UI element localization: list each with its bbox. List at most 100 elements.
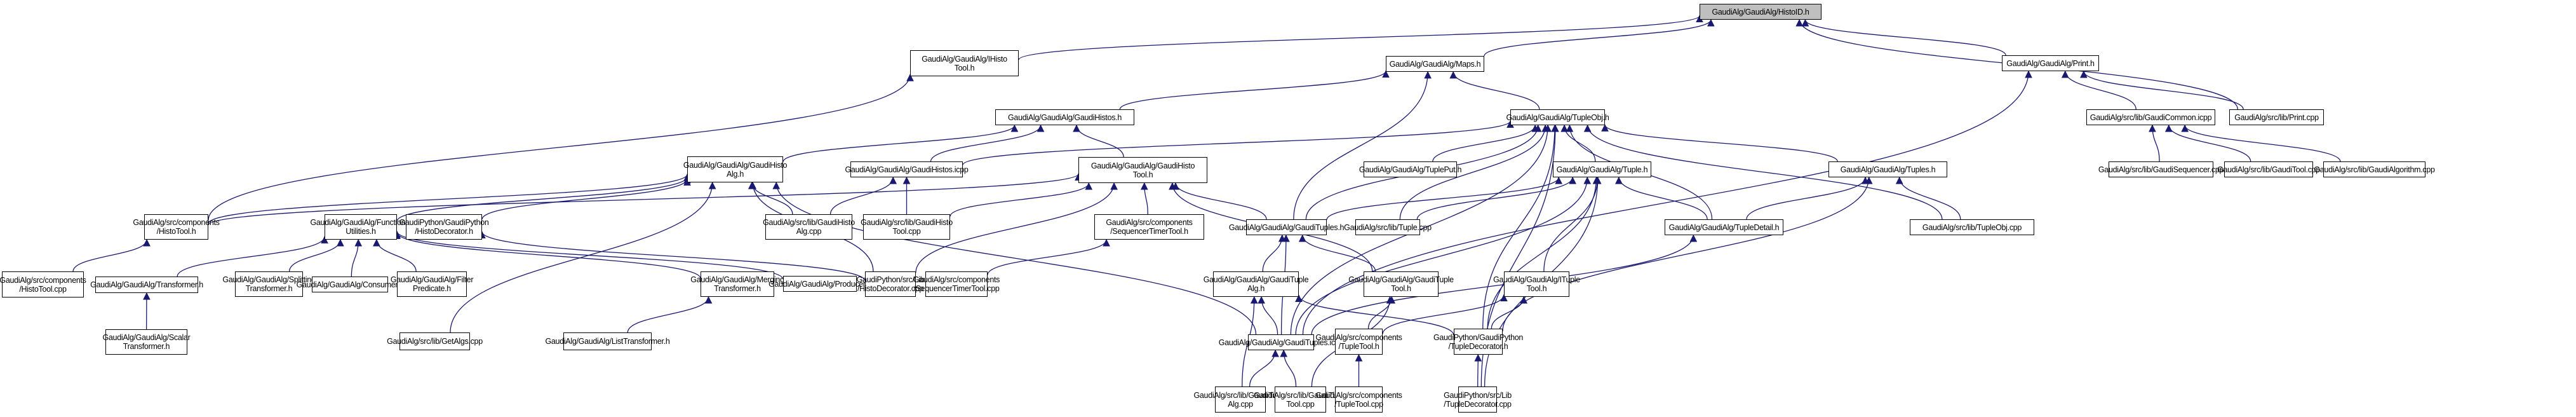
node-gauditupsicpp[interactable]: GaudiAlg/GaudiAlg/GaudiTuples.icpp bbox=[1219, 334, 1344, 350]
node-producer[interactable]: GaudiAlg/GaudiAlg/Producer.h bbox=[768, 276, 871, 292]
edge-seqtimertoolh-to-gaudihistotool bbox=[1140, 182, 1148, 215]
node-splitting[interactable]: GaudiAlg/GaudiAlg/Splitting Transformer.… bbox=[222, 271, 316, 297]
edge-gaudihistoalg-to-gaudihistos bbox=[782, 124, 1019, 162]
node-print[interactable]: GaudiAlg/GaudiAlg/Print.h bbox=[2002, 55, 2099, 71]
node-gaudisequencer[interactable]: GaudiAlg/src/lib/GaudiSequencer.cpp bbox=[2098, 161, 2224, 177]
node-getalgs[interactable]: GaudiAlg/src/lib/GetAlgs.cpp bbox=[387, 332, 483, 350]
node-tupleput[interactable]: GaudiAlg/GaudiAlg/TuplePut.h bbox=[1359, 161, 1462, 177]
node-histodecoratorcpp[interactable]: GaudiPython/src/Lib /HistoDecorator.cpp bbox=[857, 271, 925, 297]
node-functional[interactable]: GaudiAlg/GaudiAlg/Functional Utilities.h bbox=[310, 214, 412, 240]
edge-getalgs-to-gaudihistoalg bbox=[450, 181, 716, 333]
edge-gaudituplealg-to-gaudituples bbox=[1262, 234, 1286, 272]
node-filterpred[interactable]: GaudiAlg/GaudiAlg/Filter Predicate.h bbox=[391, 271, 473, 297]
edge-listtransformer-to-merging bbox=[627, 296, 713, 333]
node-histotoolcpp[interactable]: GaudiAlg/src/components /HistoTool.cpp bbox=[0, 271, 86, 297]
edge-tuples-to-tupleobj bbox=[1601, 124, 1838, 162]
node-gaudituples[interactable]: GaudiAlg/GaudiAlg/GaudiTuples.h bbox=[1229, 219, 1344, 235]
node-gaudihistotoolcpp[interactable]: GaudiAlg/src/lib/GaudiHisto Tool.cpp bbox=[861, 214, 953, 240]
edge-tupledecoratorcpp-to-tupledecoratorh bbox=[1474, 353, 1482, 387]
node-histotoolh[interactable]: GaudiAlg/src/components /HistoTool.h bbox=[133, 214, 220, 240]
edge-producer-to-functional bbox=[393, 230, 784, 280]
edge-gauditupsicpp-to-gaudihistoalg bbox=[772, 181, 1257, 335]
node-transformer[interactable]: GaudiAlg/GaudiAlg/Transformer.h bbox=[90, 277, 203, 293]
node-histoid: GaudiAlg/GaudiAlg/HistoID.h bbox=[1700, 4, 1821, 20]
edge-gaudituptoolcpp-to-gauditupsicpp bbox=[1280, 349, 1297, 387]
node-gaudihistosicpp[interactable]: GaudiAlg/GaudiAlg/GaudiHistos.icpp bbox=[845, 161, 969, 177]
node-ihistotool[interactable]: GaudiAlg/GaudiAlg/IHisto Tool.h bbox=[910, 50, 1019, 76]
node-tupleobjcpp[interactable]: GaudiAlg/src/lib/TupleObj.cpp bbox=[1910, 219, 2034, 235]
edge-gaudihistosicpp-to-tupleobj bbox=[962, 120, 1514, 165]
node-listtransformer[interactable]: GaudiAlg/GaudiAlg/ListTransformer.h bbox=[545, 332, 670, 350]
edge-tupledetail-to-tuples bbox=[1746, 176, 1869, 220]
edge-tuplecpp-to-tuple bbox=[1416, 176, 1576, 220]
node-scalar[interactable]: GaudiAlg/GaudiAlg/Scalar Transformer.h bbox=[102, 329, 191, 355]
node-gaudihistoalg[interactable]: GaudiAlg/GaudiAlg/GaudiHisto Alg.h bbox=[683, 156, 787, 182]
node-tuplecpp[interactable]: GaudiAlg/src/lib/Tuple.cpp bbox=[1344, 219, 1432, 235]
edge-histotoolh-to-gaudihistoalg bbox=[208, 174, 691, 224]
edge-ihistotool-to-histoid bbox=[1018, 15, 1703, 60]
edge-histodecoratorcpp-to-histodecoratorh bbox=[478, 231, 866, 282]
edge-consumer-to-functional bbox=[351, 238, 363, 277]
node-gaudihistos[interactable]: GaudiAlg/GaudiAlg/GaudiHistos.h bbox=[995, 109, 1134, 125]
node-tupletoolcpp[interactable]: GaudiAlg/src/components /TupleTool.cpp bbox=[1315, 386, 1402, 413]
node-tuple[interactable]: GaudiAlg/GaudiAlg/Tuple.h bbox=[1553, 161, 1651, 177]
node-gaudituptoolcpp[interactable]: GaudiAlg/src/lib/GaudiTuple Tool.cpp bbox=[1254, 386, 1347, 413]
edge-gaudialgorithm-to-gaudicommon bbox=[2181, 124, 2341, 162]
node-gaudicommon[interactable]: GaudiAlg/src/lib/GaudiCommon.icpp bbox=[2086, 109, 2215, 125]
edge-histotoolcpp-to-histotoolh bbox=[72, 238, 151, 272]
edge-histodecoratorcpp-to-gaudihistotool bbox=[915, 182, 1118, 273]
node-tupleobj[interactable]: GaudiAlg/GaudiAlg/TupleObj.h bbox=[1506, 109, 1609, 125]
edge-gaudihistotool-to-gaudihistos bbox=[1073, 124, 1124, 158]
node-tupletoolh[interactable]: GaudiAlg/src/components /TupleTool.h bbox=[1315, 329, 1402, 355]
edge-gaudituples-to-maps bbox=[1293, 71, 1432, 220]
edge-merging-to-functional bbox=[393, 231, 701, 279]
edge-gaudihistosicpp-to-gaudihistos bbox=[930, 124, 1045, 162]
node-gaudituptool[interactable]: GaudiAlg/GaudiAlg/GaudiTuple Tool.h bbox=[1348, 271, 1454, 297]
edge-tupledecoratorh-to-tuples bbox=[1502, 176, 1873, 332]
node-gaudihistotool[interactable]: GaudiAlg/GaudiAlg/GaudiHisto Tool.h bbox=[1078, 157, 1207, 183]
edge-gaudituptool-to-gaudituples bbox=[1298, 234, 1376, 272]
edge-seqtimertoolcpp-to-seqtimertoolh bbox=[987, 238, 1110, 275]
node-seqtimertoolh[interactable]: GaudiAlg/src/components /SequencerTimerT… bbox=[1094, 214, 1204, 240]
node-gaudihistoalgcpp[interactable]: GaudiAlg/src/lib/GaudiHisto Alg.cpp bbox=[763, 214, 855, 240]
edge-tupledecoratorh-to-tupleobj bbox=[1482, 124, 1559, 329]
edge-gauditupsicpp-to-tuple bbox=[1295, 176, 1592, 335]
edge-gauditupsicpp-to-tupledetail bbox=[1311, 234, 1698, 335]
node-gaudituplealg[interactable]: GaudiAlg/GaudiAlg/GaudiTuple Alg.h bbox=[1204, 271, 1309, 297]
edge-gaudihistoalgcpp-to-gaudihistosicpp bbox=[829, 176, 897, 215]
edge-histotoolh-to-ihistotool bbox=[208, 74, 914, 221]
node-consumer[interactable]: GaudiAlg/GaudiAlg/Consumer.h bbox=[297, 277, 404, 292]
node-merging[interactable]: GaudiAlg/GaudiAlg/Merging Transformer.h bbox=[690, 271, 784, 297]
node-maps[interactable]: GaudiAlg/GaudiAlg/Maps.h bbox=[1386, 56, 1484, 72]
node-gaudituplealgcpp[interactable]: GaudiAlg/src/lib/GaudiTuple Alg.cpp bbox=[1193, 386, 1287, 413]
edge-gauditool-to-gaudicommon bbox=[2164, 124, 2251, 162]
node-tupledecoratorcpp[interactable]: GaudiPython/src/Lib /TupleDecorator.cpp bbox=[1444, 386, 1512, 413]
node-tupledecoratorh[interactable]: GaudiPython/GaudiPython /TupleDecorator.… bbox=[1433, 329, 1523, 355]
node-tuples[interactable]: GaudiAlg/GaudiAlg/Tuples.h bbox=[1828, 161, 1947, 177]
node-histodecoratorh[interactable]: GaudiPython/GaudiPython /HistoDecorator.… bbox=[399, 214, 489, 240]
edge-transformer-to-functional bbox=[177, 236, 328, 277]
edge-ituptool-to-tuple bbox=[1543, 176, 1602, 272]
edge-gauditupsicpp-to-gaudituplealg bbox=[1258, 296, 1278, 335]
edge-tupleobjcpp-to-tuples bbox=[1895, 176, 1961, 220]
edge-histodecoratorh-to-gaudihistoalg bbox=[481, 178, 691, 220]
edge-printcpp-to-print bbox=[2080, 70, 2244, 110]
edge-tupleobjcpp-to-tupleobj bbox=[1583, 124, 1943, 220]
edge-gauditupsicpp-to-print bbox=[1302, 70, 2032, 335]
node-gaudialgorithm[interactable]: GaudiAlg/src/lib/GaudiAlgorithm.cpp bbox=[2314, 161, 2435, 177]
node-tupledetail[interactable]: GaudiAlg/GaudiAlg/TupleDetail.h bbox=[1665, 219, 1783, 235]
node-seqtimertoolcpp[interactable]: GaudiAlg/src/components /SequencerTimerT… bbox=[913, 271, 1000, 297]
node-ituptool[interactable]: GaudiAlg/GaudiAlg/ITuple Tool.h bbox=[1493, 271, 1580, 297]
edge-functional-to-gaudihistoalg bbox=[396, 175, 691, 222]
edge-tupletoolh-to-ituptool bbox=[1382, 294, 1508, 334]
edge-gaudicommon-to-print bbox=[2061, 70, 2137, 110]
node-printcpp[interactable]: GaudiAlg/src/lib/Print.cpp bbox=[2229, 109, 2324, 125]
edge-maps-to-histoid bbox=[1484, 18, 1715, 57]
edge-filterpred-to-functional bbox=[373, 238, 417, 272]
edge-histotoolh-to-gaudihistotool bbox=[208, 173, 1082, 226]
node-gauditool[interactable]: GaudiAlg/src/lib/GaudiTool.cpp bbox=[2217, 161, 2320, 177]
edge-tupleput-to-tupleobj bbox=[1432, 124, 1539, 162]
edge-gaudituplealgcpp-to-gauditupsicpp bbox=[1249, 349, 1279, 387]
